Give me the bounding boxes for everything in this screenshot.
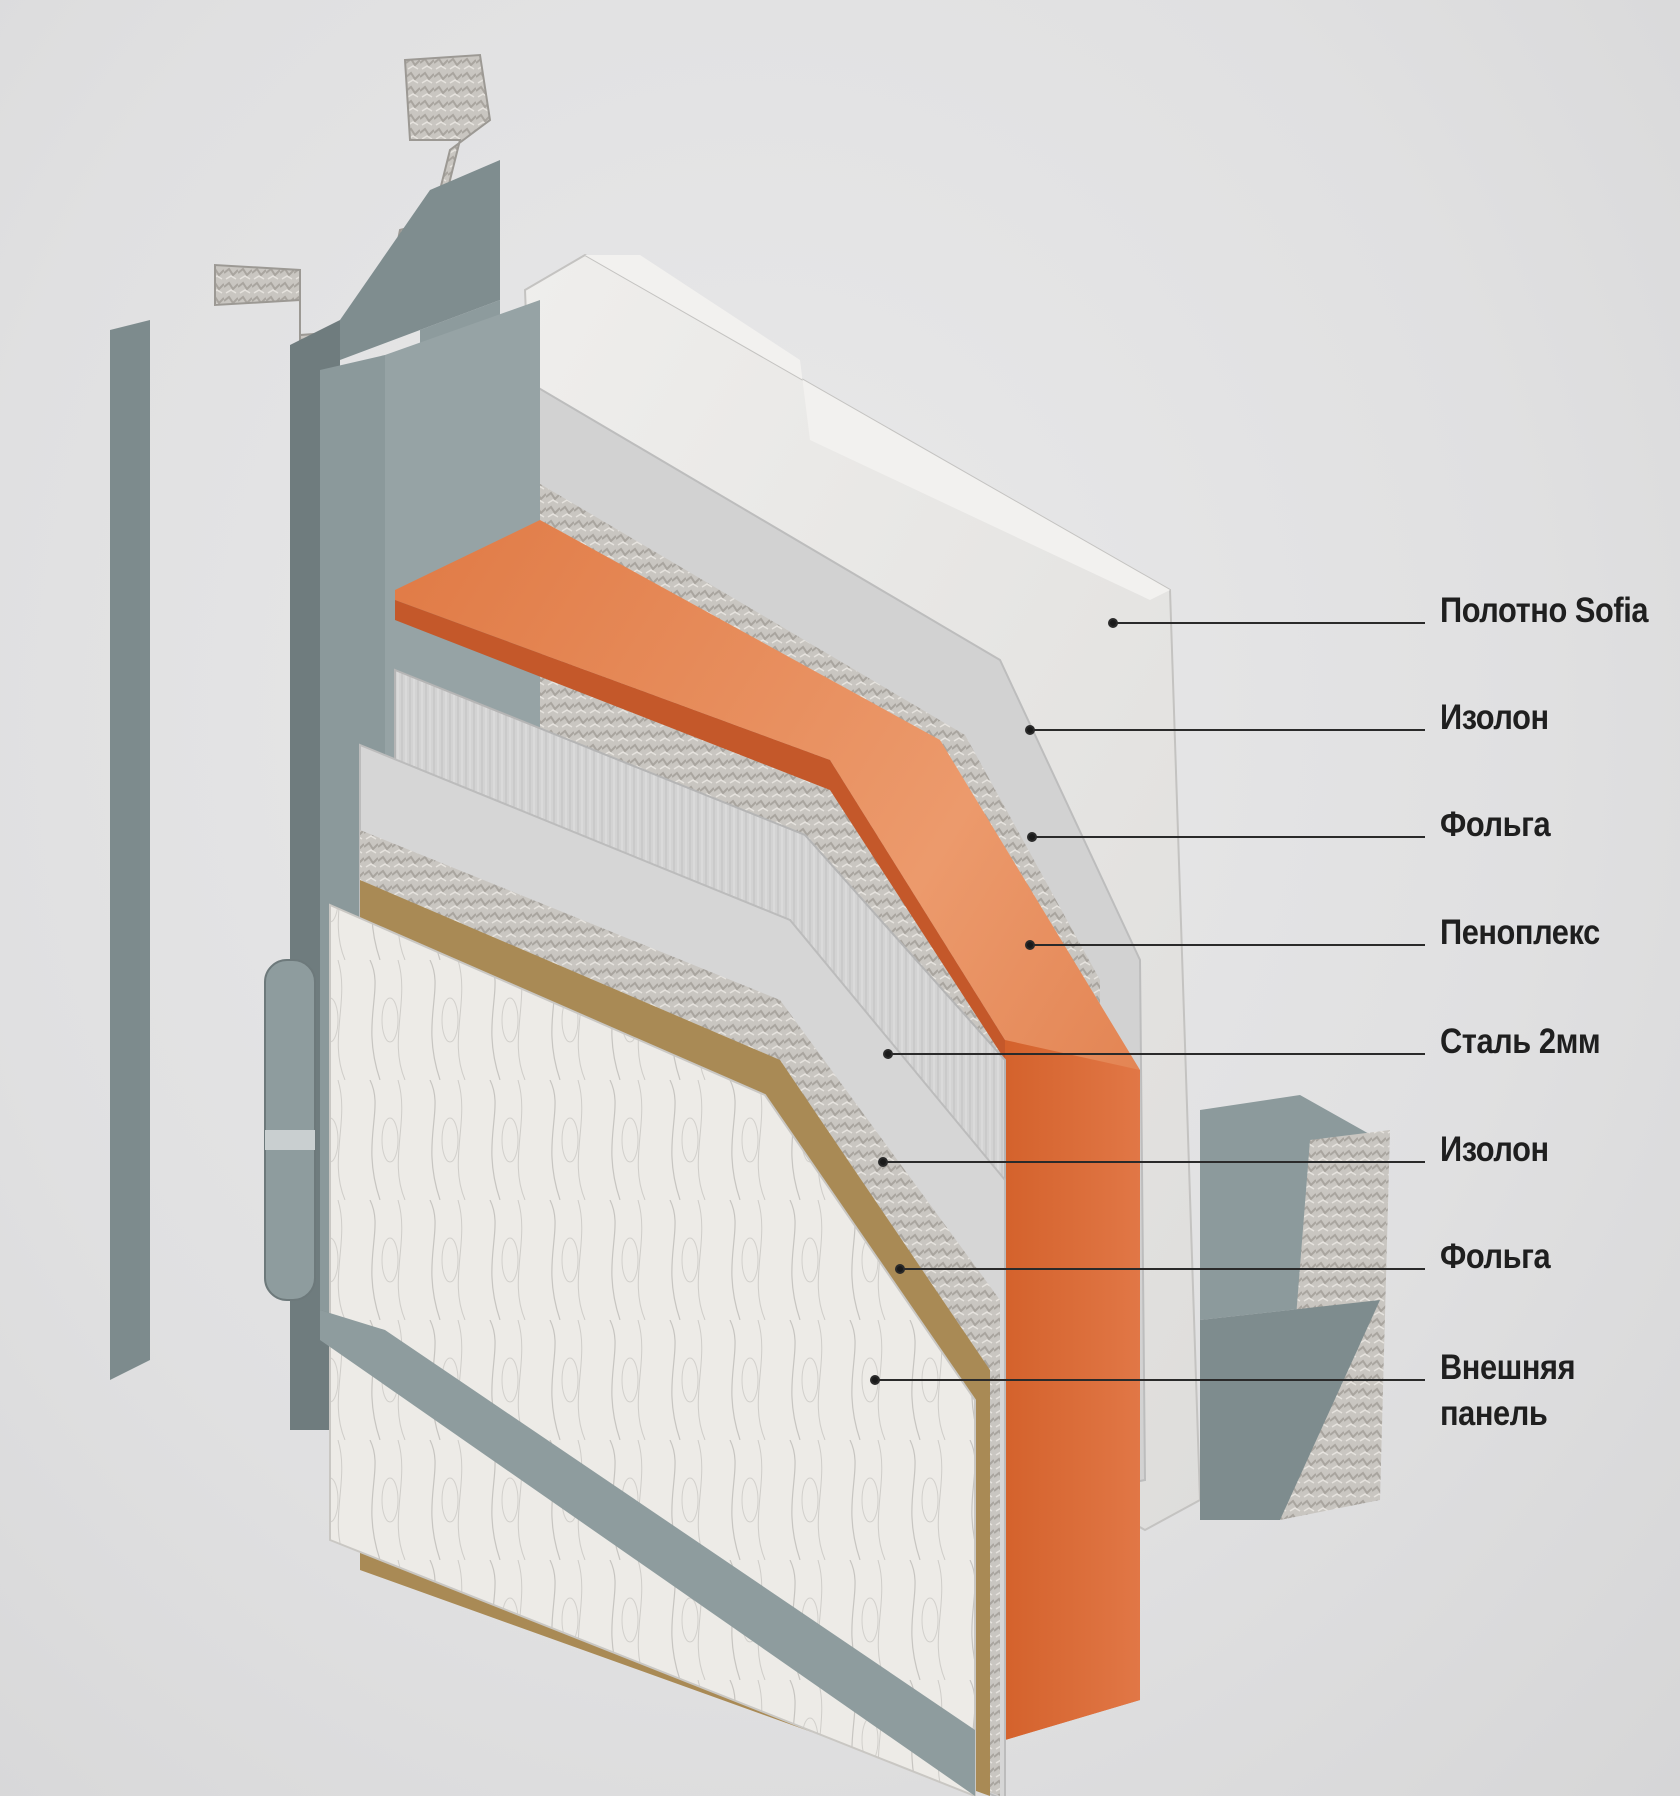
door-hinge [264,959,316,1301]
outer-panel-layer [329,903,976,1796]
label-inner-panel: Полотно Sofia [1440,591,1649,630]
penoplex-layer [395,520,1140,1740]
frame-profile-upper [340,160,500,360]
label-penoplex: Пеноплекс [1440,913,1600,952]
leader-dot-penoplex [1025,940,1035,950]
leader-dot-outer-foil [895,1264,905,1274]
label-inner-foil: Фольга [1440,805,1551,844]
leader-dot-inner-foil [1027,832,1037,842]
label-steel-2mm: Сталь 2мм [1440,1022,1601,1061]
label-outer-panel-line1: Внешняя [1440,1348,1576,1387]
leader-dot-outer-panel [870,1375,880,1385]
leader-dot-inner-panel [1108,618,1118,628]
label-outer-foil: Фольга [1440,1237,1551,1276]
leader-dot-outer-isolon [878,1157,888,1167]
label-inner-isolon: Изолон [1440,698,1549,737]
leader-dot-steel [883,1049,893,1059]
steel-leaf-lip [320,1310,975,1796]
leader-dot-inner-isolon [1025,725,1035,735]
frame-outer-jamb [110,320,150,1380]
door-threshold [1200,1095,1390,1520]
label-outer-panel-line2: панель [1440,1394,1548,1433]
leader-lines [870,618,1425,1385]
label-outer-isolon: Изолон [1440,1130,1549,1169]
